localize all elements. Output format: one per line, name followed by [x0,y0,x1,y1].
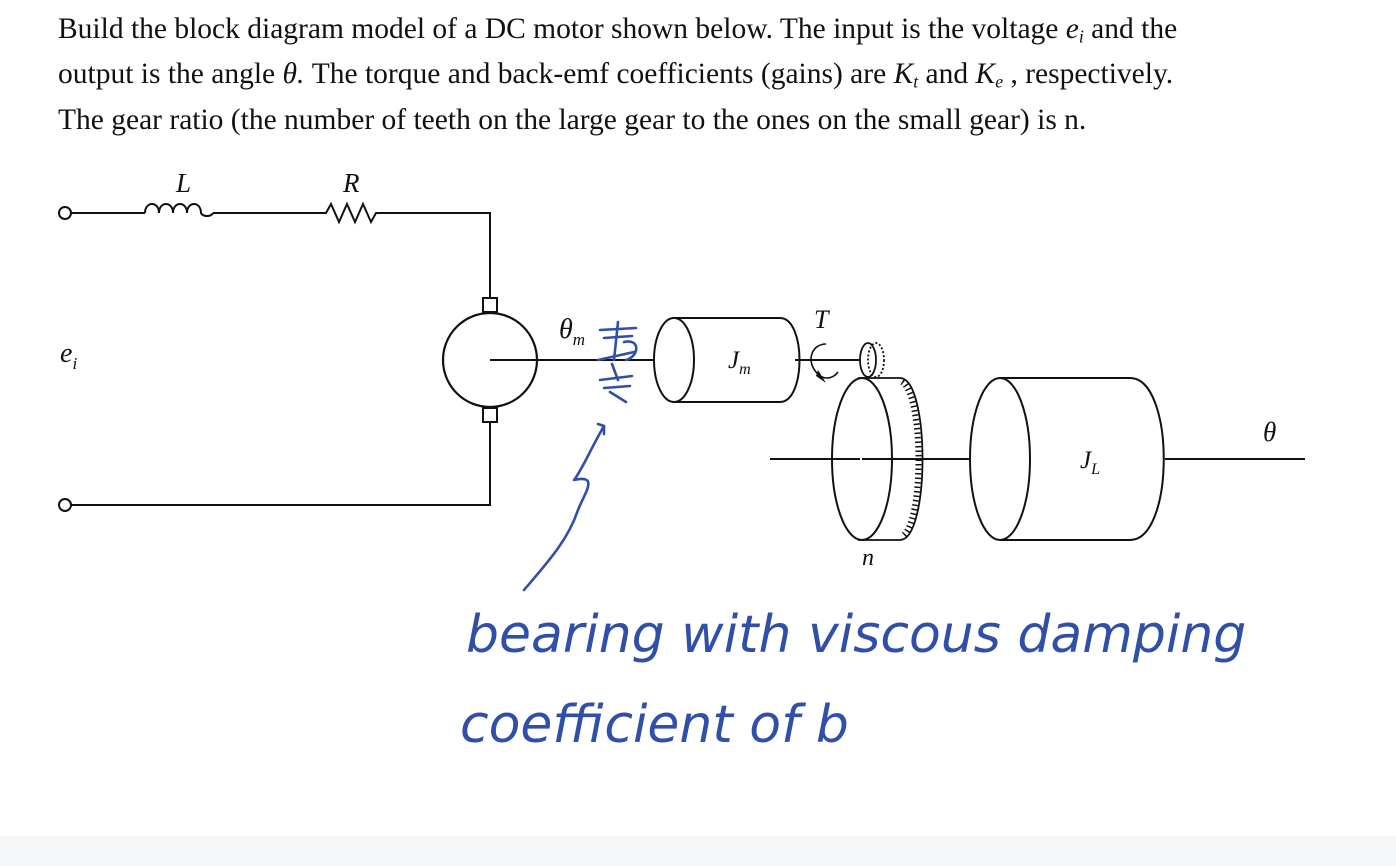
problem-statement: Build the block diagram model of a DC mo… [58,10,1378,139]
load-inertia-face [969,377,1031,541]
label-ei: ei [60,338,77,373]
problem-line-3: The gear ratio (the number of teeth on t… [58,103,1087,136]
annotation-line-2: coefficient of b [460,695,849,755]
problem-text: , respectively. [1003,58,1174,91]
label-R: R [342,168,360,198]
torque-arrow [810,343,839,379]
input-terminal-bottom [58,498,72,512]
motor-brush-top [482,297,498,313]
label-n: n [862,545,874,571]
bearing-sketch [596,320,638,404]
problem-line-1: Build the block diagram model of a DC mo… [58,10,1378,55]
torque-arrowhead [816,370,826,383]
resistor-symbol [318,201,491,298]
bearing-pointer-arrow [522,424,606,592]
problem-text: and the [1083,13,1178,45]
small-gear-teeth [867,342,885,378]
backemf-gain-symbol: Ke [975,58,1004,92]
input-terminal-top [58,206,72,220]
problem-text: Build the block diagram model of a DC mo… [58,13,1066,45]
annotation-line-1: bearing with viscous damping [466,605,1246,665]
page-bottom-strip [0,836,1396,866]
wire-bottom [71,422,491,506]
problem-text: output is the angle [58,58,283,91]
label-theta: θ [1263,417,1276,447]
label-JL: JL [1080,447,1100,478]
motor-brush-bottom [482,407,498,423]
bearing-pointer-arrowhead [596,422,606,436]
label-theta-m: θm [559,314,585,349]
input-symbol: ei [1065,13,1084,47]
output-symbol: θ. [282,58,305,91]
inductor-symbol [144,203,214,217]
problem-text: The torque and back-emf coefficients (ga… [304,58,894,91]
label-Jm: Jm [728,347,751,378]
motor-inertia-face [653,317,695,403]
label-L: L [175,168,191,198]
problem-line-2: output is the angle θ. The torque and ba… [58,55,1378,100]
torque-gain-symbol: Kt [893,58,919,92]
load-inertia-cylinder [1000,377,1165,541]
label-T: T [814,305,830,334]
problem-text: and [918,58,976,91]
